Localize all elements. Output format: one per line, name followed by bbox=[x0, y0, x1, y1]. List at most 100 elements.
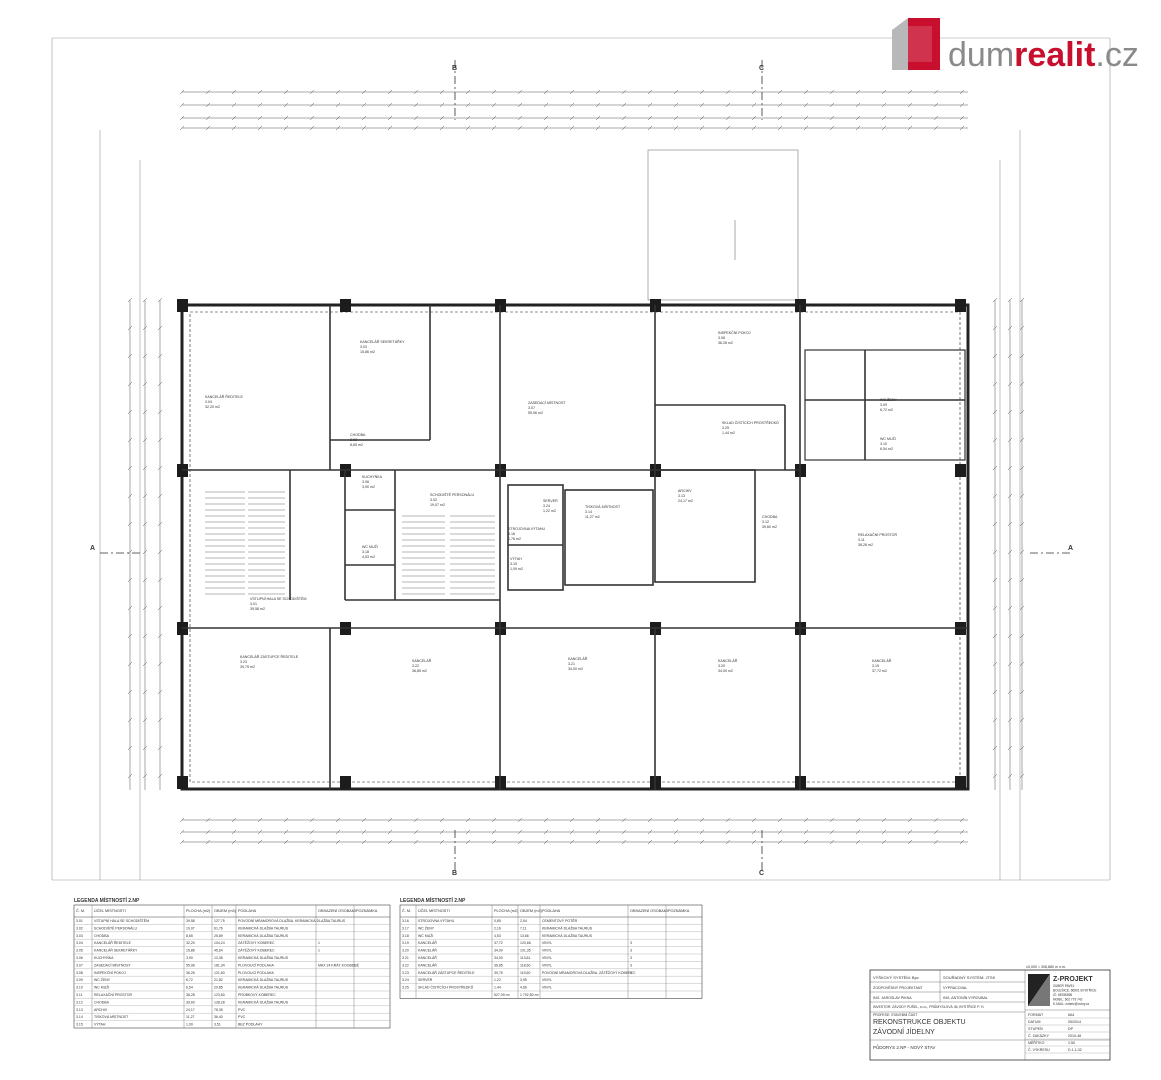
legend-cell: KANCELÁŘ bbox=[418, 940, 437, 945]
dim-tick bbox=[491, 102, 497, 108]
room-area: 55,96 m2 bbox=[528, 411, 543, 415]
dim-tick bbox=[1007, 353, 1013, 359]
dim-tick bbox=[179, 115, 185, 121]
legend-cell: 15,86 bbox=[186, 949, 195, 953]
room-name: SCHODIŠTĚ PERSONÁLU bbox=[430, 492, 475, 497]
legend-cell: 45,64 bbox=[214, 949, 223, 953]
title-project-line2: ZÁVODNÍ JÍDELNY bbox=[873, 1027, 935, 1036]
dim-tick bbox=[1007, 465, 1013, 471]
legend-header-cell: OBSAZENÍ OSOBAMI bbox=[630, 909, 668, 913]
title-profession: PROFESE: STAVEBNÍ ČÁST bbox=[873, 1012, 917, 1017]
room-number: 3.11 bbox=[858, 538, 865, 542]
legend-cell: KERAMICKÁ DLAŽBA TAURUS bbox=[238, 977, 289, 982]
dim-tick bbox=[1019, 773, 1025, 779]
dim-tick bbox=[257, 102, 263, 108]
dim-tick bbox=[595, 829, 601, 835]
dim-tick bbox=[157, 409, 163, 415]
room-number: 3.02 bbox=[430, 498, 437, 502]
dim-tick bbox=[803, 89, 809, 95]
legend-cell: 128,28 bbox=[214, 1000, 225, 1004]
dim-tick bbox=[127, 633, 133, 639]
dim-tick bbox=[465, 839, 471, 845]
dim-tick bbox=[855, 817, 861, 823]
room-area: 6,72 m2 bbox=[880, 408, 893, 412]
dim-tick bbox=[1007, 381, 1013, 387]
dim-tick bbox=[179, 817, 185, 823]
dim-tick bbox=[1019, 745, 1025, 751]
column bbox=[177, 776, 188, 789]
dim-tick bbox=[127, 297, 133, 303]
dim-tick bbox=[491, 115, 497, 121]
dim-tick bbox=[127, 689, 133, 695]
dim-tick bbox=[179, 89, 185, 95]
room-area: 6,54 m2 bbox=[880, 447, 893, 451]
dim-tick bbox=[517, 89, 523, 95]
dim-tick bbox=[569, 115, 575, 121]
room-area: 4,53 m2 bbox=[362, 555, 375, 559]
room-number: 3.12 bbox=[762, 520, 769, 524]
room-name: TISKOVÁ MÍSTNOST bbox=[585, 505, 621, 509]
dim-tick bbox=[205, 125, 211, 131]
dim-tick bbox=[992, 661, 998, 667]
room-area: 39,75 m2 bbox=[240, 665, 255, 669]
legend-cell: ZASEDACÍ MÍSTNOST bbox=[94, 963, 131, 967]
dim-tick bbox=[1019, 353, 1025, 359]
dim-tick bbox=[1007, 521, 1013, 527]
legend-cell: 3,95 bbox=[520, 978, 527, 982]
room-number: 3.06 bbox=[362, 480, 369, 484]
dim-tick bbox=[205, 102, 211, 108]
title-project-line1: REKONSTRUKCE OBJEKTU bbox=[873, 1019, 966, 1026]
dim-tick bbox=[647, 102, 653, 108]
room-name: CHODBA bbox=[350, 433, 366, 437]
dim-tick bbox=[1019, 465, 1025, 471]
legend-cell: CEMENTOVÝ POTĚR bbox=[542, 918, 578, 923]
dim-tick bbox=[157, 325, 163, 331]
section-label-bottom-right: C bbox=[759, 870, 764, 877]
dim-tick bbox=[361, 102, 367, 108]
dim-tick bbox=[157, 381, 163, 387]
dim-tick bbox=[127, 717, 133, 723]
dim-tick bbox=[439, 817, 445, 823]
dim-tick bbox=[855, 102, 861, 108]
canopy-outline bbox=[647, 149, 799, 301]
legend-cell: WC ŽENY bbox=[418, 925, 435, 930]
dim-tick bbox=[257, 115, 263, 121]
dim-tick bbox=[621, 89, 627, 95]
dim-tick bbox=[992, 409, 998, 415]
room-name: WC ŽENY bbox=[880, 397, 897, 402]
title-person-2: ING. ANTONÍN VYROUBAL bbox=[943, 996, 988, 1000]
room-number: 3.03 bbox=[350, 438, 357, 442]
dim-tick bbox=[283, 839, 289, 845]
dim-tick bbox=[1007, 577, 1013, 583]
dim-tick bbox=[569, 829, 575, 835]
legend-cell: 3.25 bbox=[402, 986, 409, 990]
legend-cell: 3.22 bbox=[402, 963, 409, 967]
legend-cell: 36,26 bbox=[186, 971, 195, 975]
dim-tick bbox=[257, 125, 263, 131]
title-role-1: ZODPOVĚDNÝ PROJEKTANT bbox=[873, 985, 923, 990]
legend-cell: 3,90 bbox=[186, 956, 193, 960]
dim-tick bbox=[361, 829, 367, 835]
legend-cell: 0,85 bbox=[494, 919, 501, 923]
dim-tick bbox=[569, 125, 575, 131]
dim-tick bbox=[413, 115, 419, 121]
legend-cell: 3.03 bbox=[76, 934, 83, 938]
room-area: 37,72 m2 bbox=[872, 669, 887, 673]
dim-tick bbox=[1019, 577, 1025, 583]
dimension-ticks bbox=[127, 89, 1025, 845]
dim-tick bbox=[673, 817, 679, 823]
dim-tick bbox=[933, 102, 939, 108]
legend-cell: KERAMICKÁ DLAŽBA TAURUS bbox=[238, 925, 289, 930]
dim-tick bbox=[127, 437, 133, 443]
legend-cell: VINYL bbox=[542, 956, 552, 960]
dim-tick bbox=[569, 839, 575, 845]
dim-tick bbox=[907, 817, 913, 823]
interior-walls bbox=[182, 305, 968, 790]
legend-cell: 20,85 bbox=[214, 986, 223, 990]
logo-brand-pre: dum bbox=[948, 36, 1014, 74]
room-number: 3.19 bbox=[872, 664, 879, 668]
dim-tick bbox=[1019, 661, 1025, 667]
legend-title: LEGENDA MÍSTNOSTÍ 2.NP bbox=[74, 896, 140, 904]
dim-tick bbox=[647, 839, 653, 845]
